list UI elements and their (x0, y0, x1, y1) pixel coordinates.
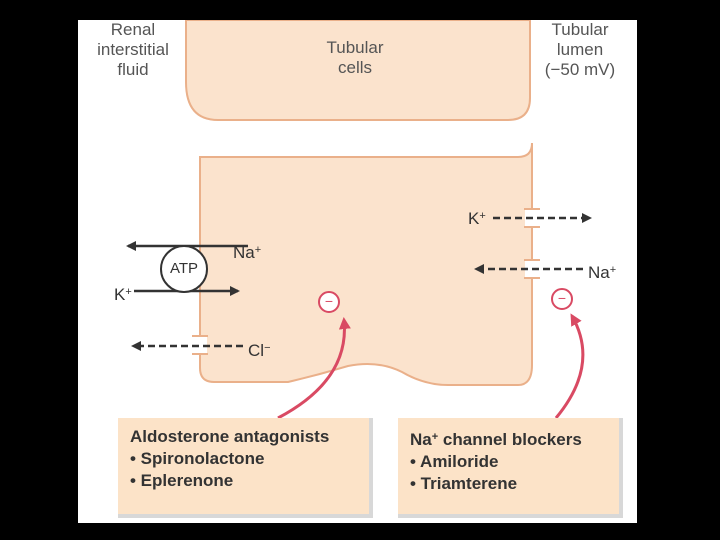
atp-pump (160, 245, 208, 293)
na-blocker-drug-1: • Amiloride (410, 452, 499, 471)
lumen-label-line-3: (−50 mV) (544, 60, 616, 79)
cells-label-line-1: Tubular (326, 38, 384, 57)
atp-label: ATP (169, 260, 199, 277)
na-blockers-box-title: Na+ channel blockers (410, 426, 607, 451)
na-channel-inhibition-arrow (554, 313, 585, 419)
na-channel-inhibition-circle (551, 288, 573, 310)
na-blockers-title-charge: + (431, 431, 439, 443)
pump-na-charge: + (254, 244, 262, 256)
pump-k-text: K (114, 285, 126, 304)
na-blockers-title-ion: Na (410, 430, 432, 449)
cl-charge: − (264, 342, 271, 354)
aldosterone-drug-2: • Eplerenone (130, 471, 234, 490)
na-channel-blockers-box: Na+ channel blockers • Amiloride • Triam… (398, 418, 623, 518)
cells-label-line-2: cells (337, 58, 372, 77)
na-channel-inhibition-symbol: − (557, 290, 567, 306)
aldosterone-box-title: Aldosterone antagonists (130, 427, 330, 446)
aldosterone-antagonists-box: Aldosterone antagonists • Spironolactone… (118, 418, 373, 518)
lumen-label-line-1: Tubular (551, 20, 609, 39)
pump-na-text: Na (233, 243, 255, 262)
pump-na-label: Na+ (233, 240, 261, 263)
interstitial-label-line-2: interstitial (97, 40, 169, 59)
cl-text: Cl (248, 341, 265, 360)
luminal-na-charge: + (609, 264, 617, 276)
aldosterone-inhibition-circle (318, 291, 340, 313)
pump-k-label: K+ (114, 282, 132, 305)
luminal-na-text: Na (588, 263, 610, 282)
na-blockers-title-rest: channel blockers (438, 430, 582, 449)
na-blocker-drug-2: • Triamterene (410, 474, 518, 493)
tubular-cells-label: Tubular cells (310, 38, 400, 78)
interstitial-fluid-label: Renal interstitial fluid (84, 20, 182, 80)
tubular-lumen-label: Tubular lumen (−50 mV) (530, 20, 630, 80)
aldosterone-inhibition-symbol: − (324, 293, 334, 309)
aldosterone-inhibition-arrow (277, 317, 351, 420)
lumen-label-line-2: lumen (556, 40, 604, 59)
cl-label: Cl− (248, 338, 271, 361)
interstitial-label-line-3: fluid (117, 60, 149, 79)
luminal-na-label: Na+ (588, 260, 616, 283)
diagram-figure: Renal interstitial fluid Tubular cells T… (78, 20, 637, 523)
lower-tubular-cell (199, 142, 533, 386)
luminal-k-text: K (468, 209, 480, 228)
pump-k-charge: + (125, 286, 132, 298)
chloride-channel-gap (193, 336, 207, 354)
aldosterone-drug-1: • Spironolactone (130, 449, 265, 468)
luminal-k-label: K+ (468, 206, 486, 229)
luminal-k-charge: + (479, 210, 486, 222)
upper-tubular-cell (185, 20, 531, 121)
diagram-svg (126, 20, 592, 420)
interstitial-label-line-1: Renal (110, 20, 156, 39)
